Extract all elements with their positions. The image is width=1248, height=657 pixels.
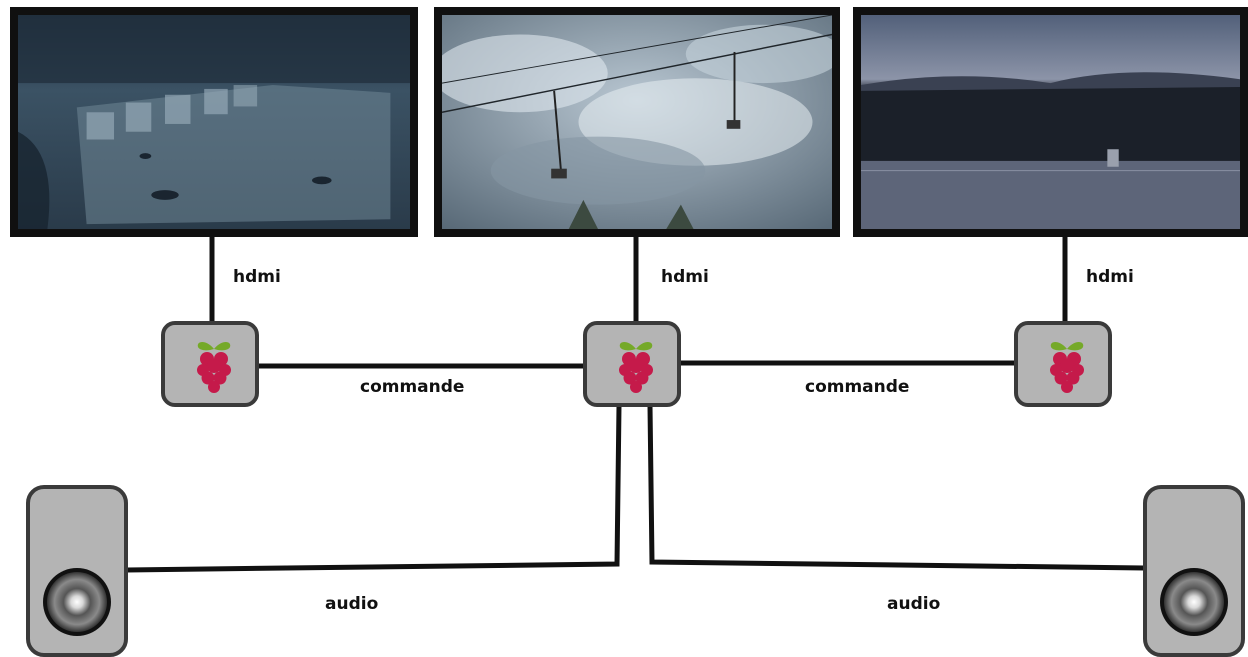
speaker-right: [1143, 485, 1245, 657]
cloudy-ski-lift-image: [442, 15, 832, 229]
lake-landscape-image: [861, 15, 1240, 229]
speaker-left: [26, 485, 128, 657]
audio-wire-left: [125, 405, 622, 573]
puddle-reflection-image: [18, 15, 410, 229]
hdmi-label-center: hdmi: [661, 267, 709, 287]
commande-label-left: commande: [360, 377, 465, 397]
raspberry-pi-icon: [619, 342, 653, 393]
raspberry-pi-icon: [1050, 342, 1084, 393]
commande-label-right: commande: [805, 377, 910, 397]
screen-right: [853, 7, 1248, 237]
speaker-icon: [43, 568, 111, 636]
raspberry-pi-icon: [197, 342, 231, 393]
speaker-icon: [1160, 568, 1228, 636]
audio-label-right: audio: [887, 594, 941, 614]
raspberry-pi-right: [1014, 321, 1112, 407]
audio-label-left: audio: [325, 594, 379, 614]
hdmi-label-right: hdmi: [1086, 267, 1134, 287]
hdmi-label-left: hdmi: [233, 267, 281, 287]
raspberry-pi-left: [161, 321, 259, 407]
screen-center: [434, 7, 840, 237]
raspberry-pi-center: [583, 321, 681, 407]
audio-wire-right: [647, 405, 1146, 571]
screen-left: [10, 7, 418, 237]
